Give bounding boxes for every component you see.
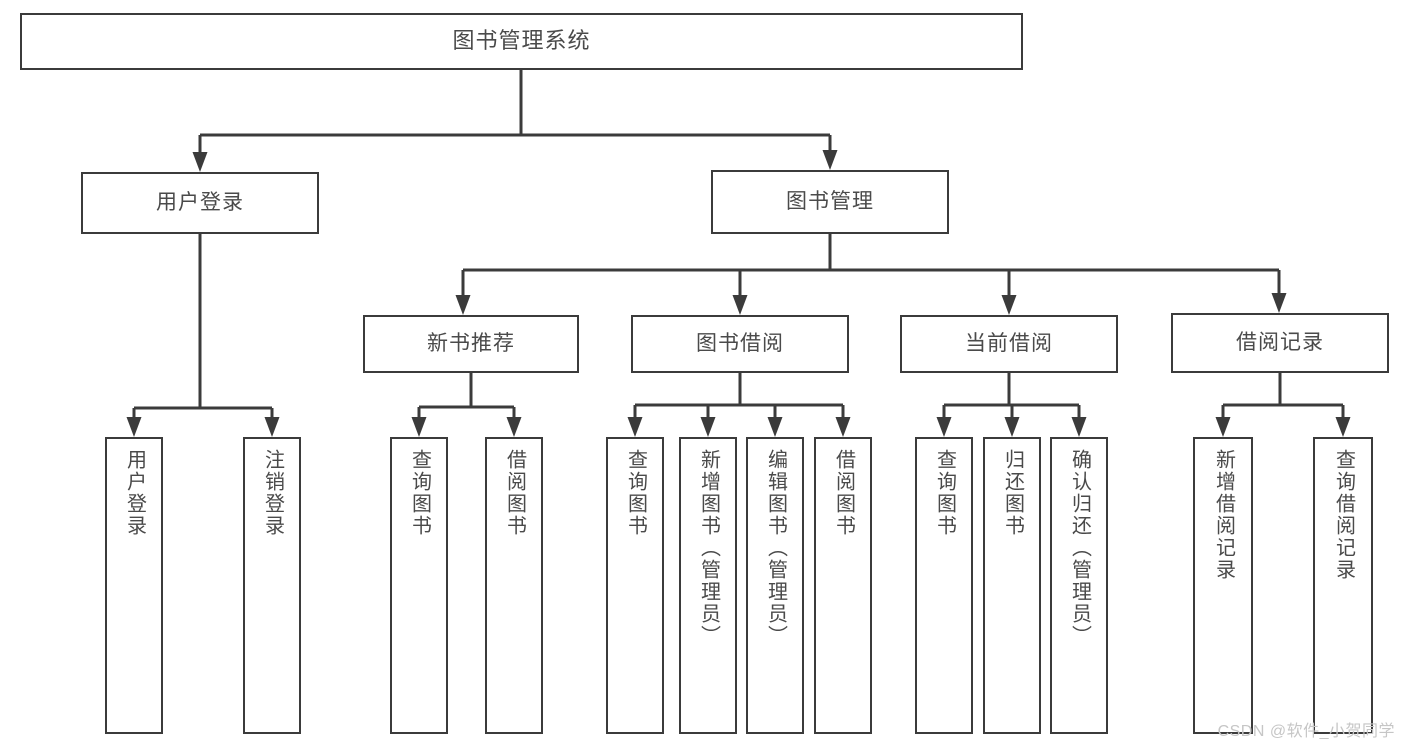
node-leaf-confirm-return-label: 确认归还（管理员） <box>1068 449 1091 647</box>
connector-arrow-group <box>126 135 1351 437</box>
arrowhead-arrow-leaf-edit-book <box>767 417 783 437</box>
node-current-borrow-label: 当前借阅 <box>965 332 1053 356</box>
arrowhead-arrow-leaf-return <box>1004 417 1020 437</box>
node-leaf-query-book-1[interactable]: 查询图书 <box>390 437 448 734</box>
node-leaf-borrow-book-2-label: 借阅图书 <box>832 449 855 537</box>
arrowhead-arrow-to-user-login <box>192 152 208 172</box>
node-leaf-user-login-label: 用户登录 <box>123 449 146 537</box>
node-user-login[interactable]: 用户登录 <box>81 172 319 234</box>
arrowhead-arrow-leaf-query-record <box>1335 417 1351 437</box>
connector-bus-group <box>134 70 1343 410</box>
arrowhead-arrow-leaf-borrow-1 <box>506 417 522 437</box>
node-leaf-add-book-label: 新增图书（管理员） <box>697 449 720 647</box>
node-book-manage-label: 图书管理 <box>786 190 874 214</box>
arrowhead-arrow-leaf-query-1 <box>411 417 427 437</box>
node-leaf-logout[interactable]: 注销登录 <box>243 437 301 734</box>
arrowhead-arrow-to-book-borrow <box>732 295 748 315</box>
node-book-borrow-label: 图书借阅 <box>696 332 784 356</box>
arrowhead-arrow-leaf-borrow-2 <box>835 417 851 437</box>
arrowhead-arrow-leaf-query-2 <box>627 417 643 437</box>
node-leaf-query-book-3-label: 查询图书 <box>933 449 956 537</box>
node-current-borrow[interactable]: 当前借阅 <box>900 315 1118 373</box>
arrowhead-arrow-leaf-user-login <box>126 417 142 437</box>
node-book-borrow[interactable]: 图书借阅 <box>631 315 849 373</box>
node-leaf-query-book-1-label: 查询图书 <box>408 449 431 537</box>
node-book-manage[interactable]: 图书管理 <box>711 170 949 234</box>
node-root[interactable]: 图书管理系统 <box>20 13 1023 70</box>
node-leaf-user-login[interactable]: 用户登录 <box>105 437 163 734</box>
node-new-book-rec[interactable]: 新书推荐 <box>363 315 579 373</box>
node-root-label: 图书管理系统 <box>452 28 591 54</box>
node-leaf-borrow-book-2[interactable]: 借阅图书 <box>814 437 872 734</box>
arrowhead-arrow-leaf-add-record <box>1215 417 1231 437</box>
node-leaf-borrow-book-1-label: 借阅图书 <box>503 449 526 537</box>
node-leaf-return-book[interactable]: 归还图书 <box>983 437 1041 734</box>
arrowhead-arrow-to-book-manage <box>822 150 838 170</box>
arrowhead-arrow-leaf-confirm <box>1071 417 1087 437</box>
node-borrow-record[interactable]: 借阅记录 <box>1171 313 1389 373</box>
node-user-login-label: 用户登录 <box>156 191 244 215</box>
node-leaf-add-record-label: 新增借阅记录 <box>1212 449 1235 581</box>
node-leaf-logout-label: 注销登录 <box>261 449 284 537</box>
arrowhead-arrow-leaf-query-3 <box>936 417 952 437</box>
arrowhead-arrow-to-new-book-rec <box>455 295 471 315</box>
arrowhead-arrow-leaf-logout <box>264 417 280 437</box>
node-leaf-query-book-2[interactable]: 查询图书 <box>606 437 664 734</box>
node-leaf-query-book-2-label: 查询图书 <box>624 449 647 537</box>
node-leaf-edit-book[interactable]: 编辑图书（管理员） <box>746 437 804 734</box>
node-leaf-add-book[interactable]: 新增图书（管理员） <box>679 437 737 734</box>
node-leaf-confirm-return[interactable]: 确认归还（管理员） <box>1050 437 1108 734</box>
arrowhead-arrow-leaf-add-book <box>700 417 716 437</box>
node-leaf-query-book-3[interactable]: 查询图书 <box>915 437 973 734</box>
node-leaf-query-record-label: 查询借阅记录 <box>1332 449 1355 581</box>
node-borrow-record-label: 借阅记录 <box>1236 331 1324 355</box>
node-leaf-borrow-book-1[interactable]: 借阅图书 <box>485 437 543 734</box>
node-new-book-rec-label: 新书推荐 <box>427 332 515 356</box>
node-leaf-return-book-label: 归还图书 <box>1001 449 1024 537</box>
node-leaf-add-record[interactable]: 新增借阅记录 <box>1193 437 1253 734</box>
node-leaf-query-record[interactable]: 查询借阅记录 <box>1313 437 1373 734</box>
node-leaf-edit-book-label: 编辑图书（管理员） <box>764 449 787 647</box>
arrowhead-arrow-to-borrow-record <box>1271 293 1287 313</box>
arrowhead-arrow-to-current-borrow <box>1001 295 1017 315</box>
